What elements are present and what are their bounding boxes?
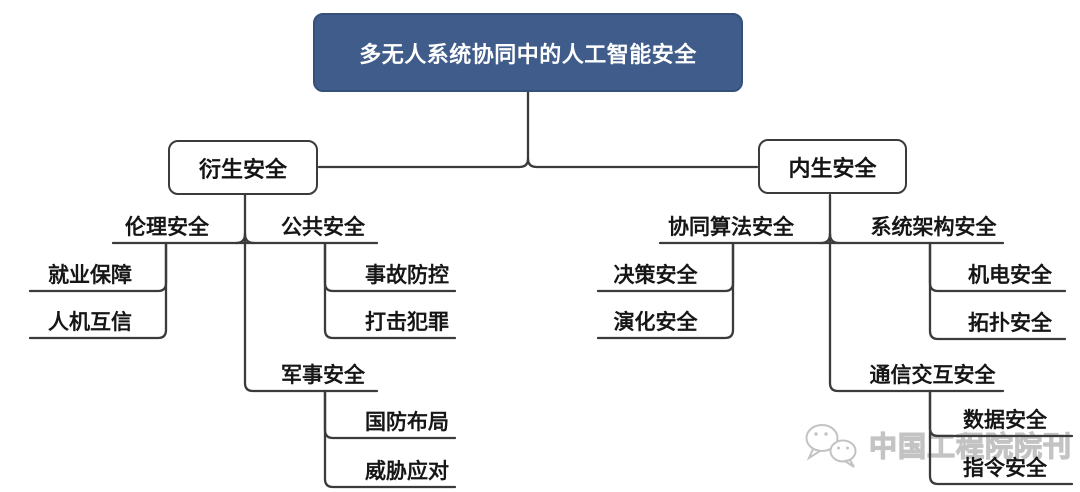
node-system-architecture-security: 系统架构安全 [870,215,997,239]
node-collaborative-algorithm-security: 协同算法安全 [668,215,794,239]
node-defense-layout: 国防布局 [365,410,449,434]
node-communication-interaction-security: 通信交互安全 [869,363,996,387]
node-human-machine-trust: 人机互信 [48,310,132,334]
branch-label: 内生安全 [788,155,877,181]
node-decision-security: 决策安全 [613,263,698,287]
branch-derived-security: 衍生安全 [168,140,318,195]
node-command-security: 指令安全 [963,456,1047,480]
node-ethics-security: 伦理安全 [125,215,209,239]
wechat-icon [805,424,857,468]
node-electromechanical-security: 机电安全 [968,263,1052,287]
node-accident-prevention: 事故防控 [365,263,449,287]
node-employment-protection: 就业保障 [48,263,132,287]
node-public-security: 公共安全 [281,215,365,239]
node-crime-fighting: 打击犯罪 [365,310,449,334]
branch-label: 衍生安全 [198,156,287,182]
root-node: 多无人系统协同中的人工智能安全 [313,13,743,92]
branch-endogenous-security: 内生安全 [758,139,907,194]
node-data-security: 数据安全 [963,408,1047,432]
node-topology-security: 拓扑安全 [968,311,1052,335]
root-label: 多无人系统协同中的人工智能安全 [359,41,697,67]
node-evolution-security: 演化安全 [613,310,698,334]
node-military-security: 军事安全 [281,363,365,387]
node-threat-response: 威胁应对 [365,459,449,483]
